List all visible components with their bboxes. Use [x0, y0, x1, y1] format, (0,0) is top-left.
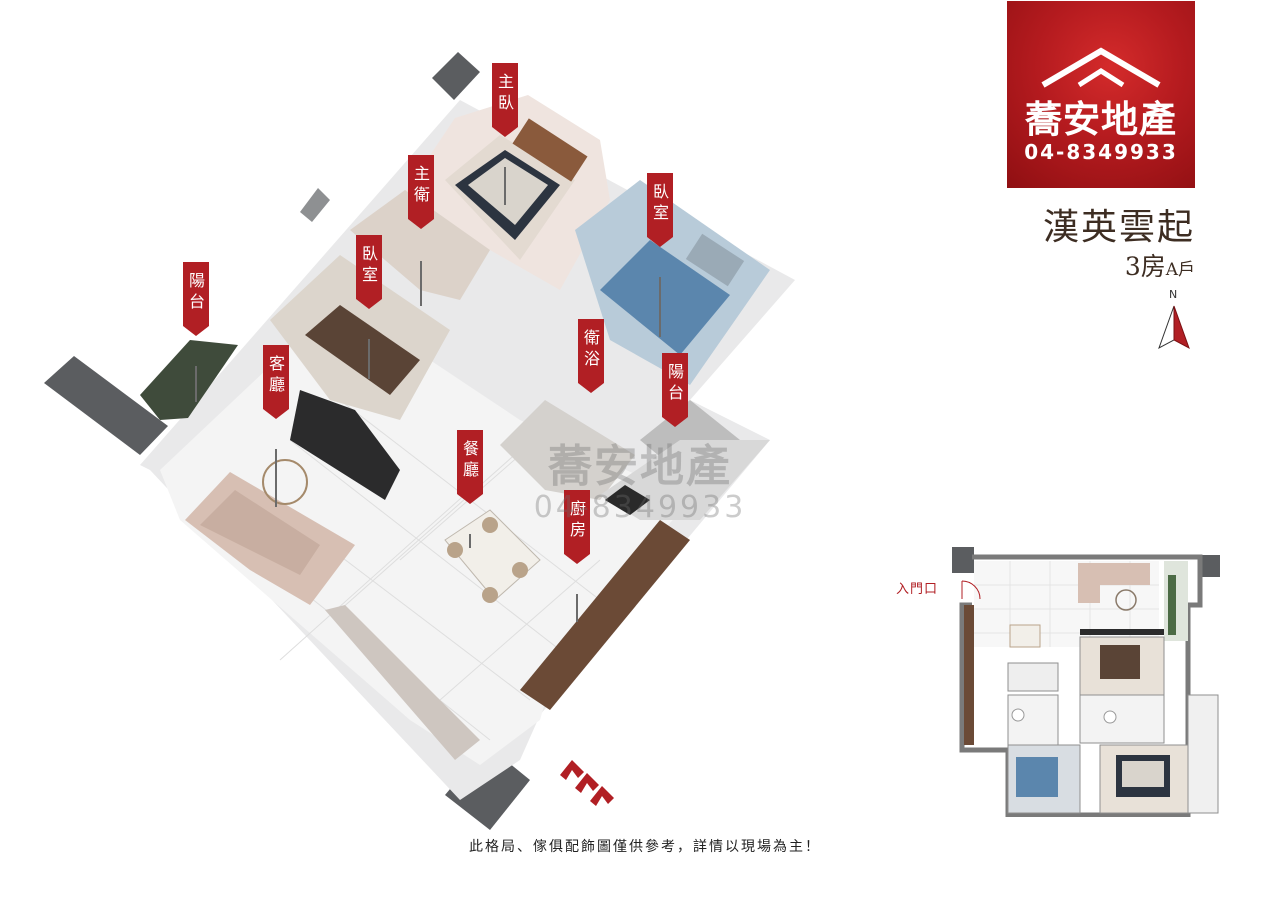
marker-bedroom-left: 臥室: [356, 235, 382, 379]
marker-bedroom-right: 臥室: [647, 173, 673, 337]
mini-floorplan: [950, 545, 1222, 817]
disclaimer-text: 此格局、傢俱配飾圖僅供參考，詳情以現場為主！: [469, 839, 821, 855]
entry-label: 入門口: [896, 582, 939, 597]
room-label: 陽台: [668, 362, 685, 402]
marker-kitchen: 廚房: [564, 490, 590, 622]
room-label: 餐廳: [463, 439, 480, 479]
marker-living-room: 客廳: [263, 345, 289, 507]
room-label: 臥室: [362, 244, 379, 284]
brand-phone: 04-8349933: [1024, 140, 1178, 164]
room-label: 廚房: [570, 499, 587, 539]
room-label: 客廳: [269, 354, 286, 394]
room-label: 陽台: [189, 271, 206, 311]
brand-logo-box: 蕎安地產 04-8349933: [1007, 1, 1195, 188]
room-label: 衛浴: [584, 328, 601, 368]
unit-suffix: A戶: [1165, 260, 1195, 280]
marker-balcony-left: 陽台: [183, 262, 209, 402]
room-label: 主臥: [498, 72, 515, 112]
unit-main: 3房: [1124, 252, 1166, 281]
marker-master-bath: 主衛: [408, 155, 434, 306]
room-label: 臥室: [653, 182, 670, 222]
marker-master-bedroom: 主臥: [492, 63, 518, 205]
marker-balcony-right: 陽台: [662, 353, 688, 427]
house-roof-icon: [1041, 47, 1161, 88]
room-label: 主衛: [414, 164, 431, 204]
marker-dining-room: 餐廳: [457, 430, 483, 548]
north-label: N: [1169, 288, 1177, 301]
project-name: 漢英雲起: [1042, 207, 1195, 248]
brand-name: 蕎安地產: [1025, 98, 1177, 141]
unit-type: 3房A戶: [1060, 247, 1195, 283]
north-arrow-icon: N: [1158, 288, 1190, 350]
marker-bathroom: 衛浴: [578, 319, 604, 393]
